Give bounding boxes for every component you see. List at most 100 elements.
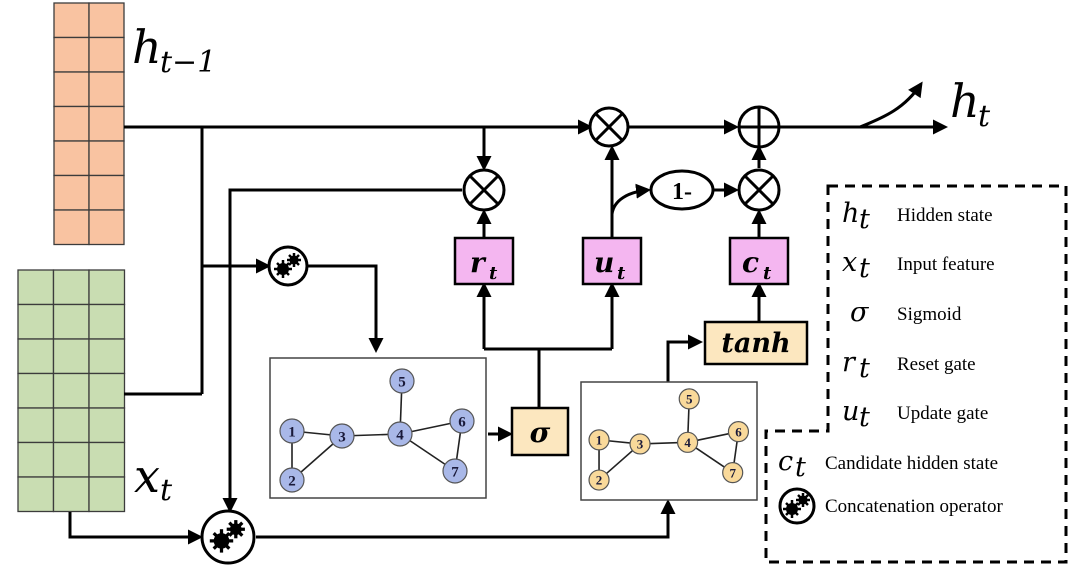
input-feature-cell — [88, 269, 126, 306]
h-out-label: h t — [950, 74, 991, 134]
graph-blue-node-label: 6 — [458, 414, 466, 430]
wire-reset-mult-to-concat2 — [222, 188, 462, 513]
legend-label: Update gate — [897, 403, 988, 424]
graph-blue-node — [329, 423, 355, 449]
input-feature-cell — [17, 476, 55, 513]
plus-operator — [737, 105, 781, 149]
legend-label: Candidate hidden state — [825, 453, 998, 474]
input-feature-cell — [88, 407, 126, 444]
hidden-state-cell — [88, 209, 125, 246]
input-feature-cell — [52, 441, 90, 478]
tanh-box: tanh — [703, 320, 809, 366]
graph-yellow-node-label: 7 — [729, 465, 736, 480]
hidden-state-cell — [53, 2, 90, 39]
h-out-symbol: h — [950, 74, 980, 128]
wire-concat2-to-graph2 — [256, 499, 676, 539]
input-feature-cell — [88, 441, 126, 478]
legend-subscript: t — [859, 353, 870, 384]
wires — [68, 81, 948, 545]
input-feature-cell — [88, 476, 126, 513]
graph-blue-node — [387, 421, 413, 447]
hidden-state-cell — [53, 36, 90, 73]
hidden-state-cell — [88, 105, 125, 142]
input-feature-grid — [17, 269, 126, 513]
h-prev-subscript: t−1 — [160, 45, 216, 80]
h-prev-label: h t−1 — [132, 20, 216, 80]
legend-subscript: t — [859, 402, 870, 433]
legend-label: Hidden state — [897, 205, 993, 226]
input-feature-cell — [88, 303, 126, 340]
legend-label: Reset gate — [897, 354, 976, 375]
h-out-subscript: t — [978, 99, 991, 134]
hidden-state-cell — [53, 174, 90, 211]
graph-blue-node-label: 4 — [396, 427, 404, 443]
hidden-state-cell — [53, 140, 90, 177]
hidden-state-cell — [53, 71, 90, 108]
graph-yellow-node-label: 3 — [637, 437, 644, 452]
hidden-state-cell — [88, 2, 125, 39]
multiply-operator-update — [588, 106, 630, 148]
graph-blue-node-label: 5 — [398, 374, 406, 390]
sigmoid-label: σ — [530, 416, 551, 449]
graph-blue-node — [442, 458, 468, 484]
input-feature-cell — [52, 407, 90, 444]
hidden-state-cell — [88, 36, 125, 73]
multiply-operator-candidate — [737, 168, 781, 212]
graph-blue-node — [449, 408, 475, 434]
sigmoid-box: σ — [510, 406, 570, 457]
legend-symbol: h — [842, 198, 859, 229]
legend-label: Input feature — [897, 254, 995, 275]
legend-subscript: t — [859, 253, 870, 284]
update-gate-symbol: u — [594, 246, 614, 279]
candidate-gate-symbol: c — [742, 246, 759, 279]
legend-label: Sigmoid — [897, 304, 962, 325]
graph-yellow-node — [727, 421, 750, 443]
reset-gate-subscript: t — [489, 263, 498, 284]
reset-gate-symbol: r — [470, 246, 487, 279]
graph-blue-node — [279, 467, 305, 493]
one-minus-operator: 1- — [649, 169, 715, 211]
legend-symbol: r — [842, 347, 857, 378]
tanh-label: tanh — [721, 328, 790, 359]
input-feature-cell — [52, 372, 90, 409]
hidden-state-cell — [53, 209, 90, 246]
graph-yellow-node-label: 5 — [686, 392, 693, 407]
graph-yellow-node — [588, 429, 610, 451]
concatenation-icon — [200, 509, 256, 565]
graph-yellow-node — [629, 433, 651, 455]
wire-x-to-concat2 — [68, 512, 203, 545]
update-gate-subscript: t — [617, 263, 626, 284]
x-in-symbol: x — [134, 449, 160, 503]
graph-blue-node-label: 2 — [288, 473, 296, 489]
hidden-state-grid — [53, 2, 125, 246]
graph-blue-node — [279, 418, 305, 444]
graph-blue-node-label: 7 — [451, 464, 459, 480]
graph-yellow-node — [678, 388, 700, 410]
hidden-state-cell — [53, 105, 90, 142]
input-feature-cell — [17, 338, 55, 375]
legend-symbol: x — [842, 247, 857, 278]
legend-symbol: u — [842, 396, 859, 427]
graph-yellow-node-label: 4 — [684, 435, 691, 450]
hidden-state-cell — [88, 140, 125, 177]
update-gate: u t — [581, 236, 643, 286]
input-feature-cell — [88, 372, 126, 409]
legend-label: Concatenation operator — [825, 496, 1003, 517]
wire-concat1-to-graph — [308, 264, 384, 353]
legend-border — [764, 184, 1068, 564]
input-feature-cell — [88, 338, 126, 375]
candidate-gate: c t — [728, 236, 790, 286]
input-feature-cell — [52, 303, 90, 340]
input-feature-cell — [17, 407, 55, 444]
legend-symbol: σ — [850, 297, 870, 328]
concatenation-icon — [267, 245, 309, 287]
legend-subscript: t — [795, 452, 806, 483]
hidden-state-cell — [88, 71, 125, 108]
graph-blue-node-label: 3 — [338, 429, 346, 445]
graph-yellow-node — [722, 462, 744, 484]
